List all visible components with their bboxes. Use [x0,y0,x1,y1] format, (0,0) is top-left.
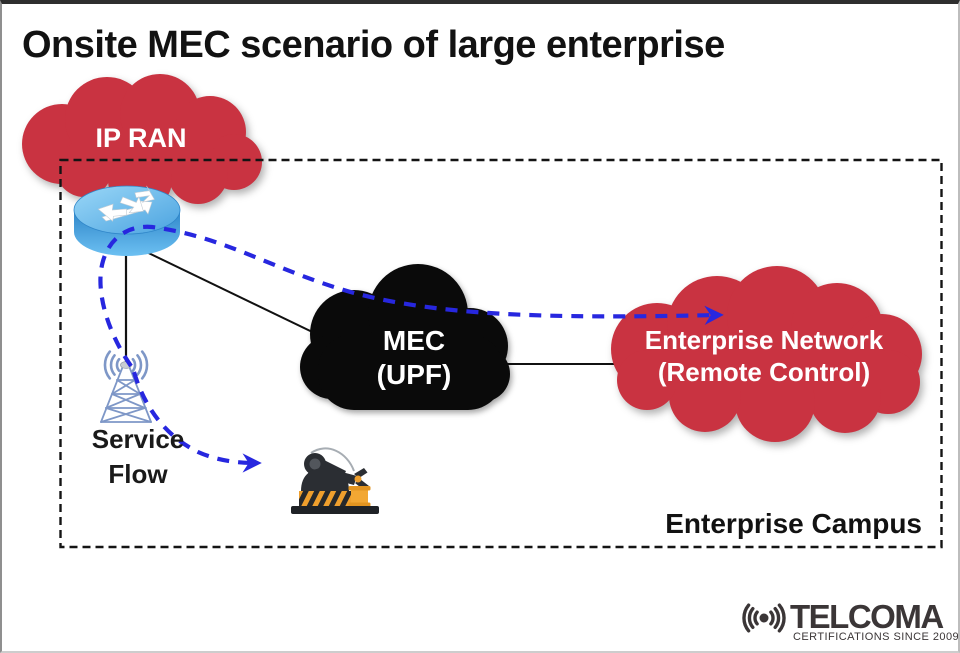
service-flow-label-line2: Flow [108,459,168,489]
mec-label-line1: MEC [382,325,446,356]
router-arrows [97,185,155,222]
service-flow-label-line1: Service [91,424,185,454]
mec-label: MEC (UPF) [377,324,452,392]
signal-waves-icon [103,350,149,380]
flow-tower-to-robot-arrow [131,371,262,473]
telcoma-signal-icon [742,603,786,633]
page-title: Onsite MEC scenario of large enterprise [22,24,725,66]
tower-lattice [100,365,152,423]
enterprise-network-label-line2: (Remote Control) [657,357,871,387]
cell-tower-icon [100,350,152,423]
ip-ran-cloud [22,74,262,212]
enterprise-campus-label: Enterprise Campus [665,508,922,539]
ip-ran-label: IP RAN [95,123,186,154]
service-flows [98,224,724,473]
enterprise-campus-boundary [59,158,943,549]
router-icon [73,185,181,256]
enterprise-network-label-line1: Enterprise Network [644,325,884,355]
enterprise-network-label: Enterprise Network (Remote Control) [645,324,883,388]
mec-cloud [300,264,510,410]
telcoma-brand: TELCOMA [790,598,944,635]
enterprise-network-cloud [611,266,922,442]
telcoma-tagline: CERTIFICATIONS SINCE 2009 [793,631,960,643]
service-flow-label: Service Flow [92,422,185,492]
flow-tower-to-enterprise-arrow [98,224,724,368]
robot-arm-icon [291,447,379,514]
diagram-canvas [22,74,943,633]
hazard-stripes [299,491,357,506]
mec-label-line2: (UPF) [376,359,452,390]
ip-ran-label-text: IP RAN [95,123,187,153]
